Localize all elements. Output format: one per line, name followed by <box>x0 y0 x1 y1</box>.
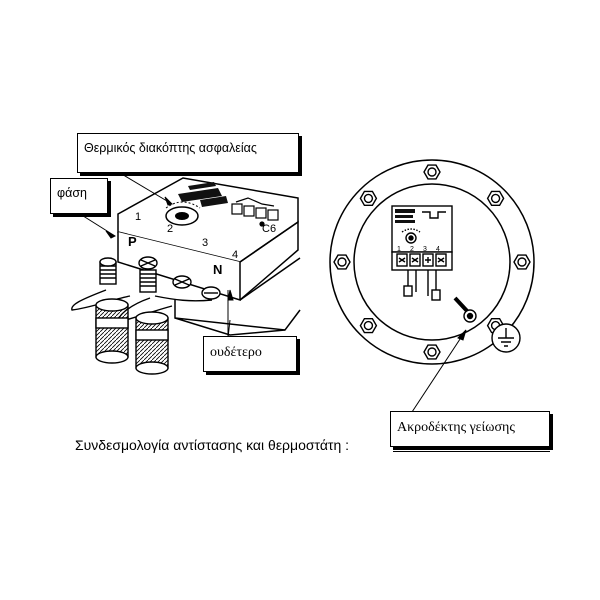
neutral-label: ουδέτερο <box>203 336 297 372</box>
heater-flange <box>329 159 535 365</box>
caption-underline <box>393 451 550 452</box>
thermal-switch-label: Θερμικός διακόπτης ασφαλείας <box>77 133 299 173</box>
flange-bolt-hole-5 <box>427 347 437 357</box>
element-cylinder-left <box>95 298 129 364</box>
leader-line-ground <box>411 329 467 413</box>
screw-terminal-icon <box>138 256 221 300</box>
ground-terminal-label-text: Ακροδέκτης γείωσης <box>397 420 515 435</box>
diagram-caption: Συνδεσμολογία αντίστασης και θερμοστάτη … <box>75 437 350 453</box>
block-n-marking: N <box>213 262 222 277</box>
flange-bolt-hole-8 <box>363 193 374 204</box>
flange-terminal-4: 4 <box>436 246 440 253</box>
ground-terminal-pin <box>453 296 477 323</box>
neutral-label-text: ουδέτερο <box>210 345 262 360</box>
flange-bolt-hole-6 <box>363 320 374 331</box>
block-terminal-2: 2 <box>167 223 173 235</box>
block-terminal-1: 1 <box>135 211 141 223</box>
element-cylinder-right <box>135 311 169 375</box>
flange-markings: 1 2 3 4 <box>397 246 440 253</box>
hex-bolt-icon <box>333 164 531 360</box>
block-terminal-4: 4 <box>232 249 238 261</box>
block-terminal-3: 3 <box>202 237 208 249</box>
temperature-dial-icon <box>165 201 201 226</box>
heating-element-posts <box>71 257 213 375</box>
flange-bolt-hole-3 <box>517 257 527 267</box>
flange-bolt-hole-7 <box>337 257 347 267</box>
flange-terminal-2: 2 <box>410 246 414 253</box>
flange-thermostat <box>391 205 453 301</box>
ground-terminal-label: Ακροδέκτης γείωσης <box>390 411 550 447</box>
thermal-switch-label-text: Θερμικός διακόπτης ασφαλείας <box>84 141 257 155</box>
flange-terminal-1: 1 <box>397 246 401 253</box>
ground-symbol-icon <box>491 323 521 353</box>
block-terminal-squares <box>231 197 279 227</box>
phase-label-text: φάση <box>57 186 87 200</box>
leader-lines-left <box>79 172 234 339</box>
block-p-marking: P <box>128 234 137 249</box>
block-c6-marking: C6 <box>262 223 276 235</box>
flange-terminal-3: 3 <box>423 246 427 253</box>
block-indicator-strips <box>178 182 228 207</box>
flange-bolt-hole-1 <box>427 167 437 177</box>
phase-label: φάση <box>50 178 108 214</box>
flange-bolt-hole-2 <box>490 193 501 204</box>
block-markings: 1 2 3 4 C6 P N <box>128 211 276 277</box>
